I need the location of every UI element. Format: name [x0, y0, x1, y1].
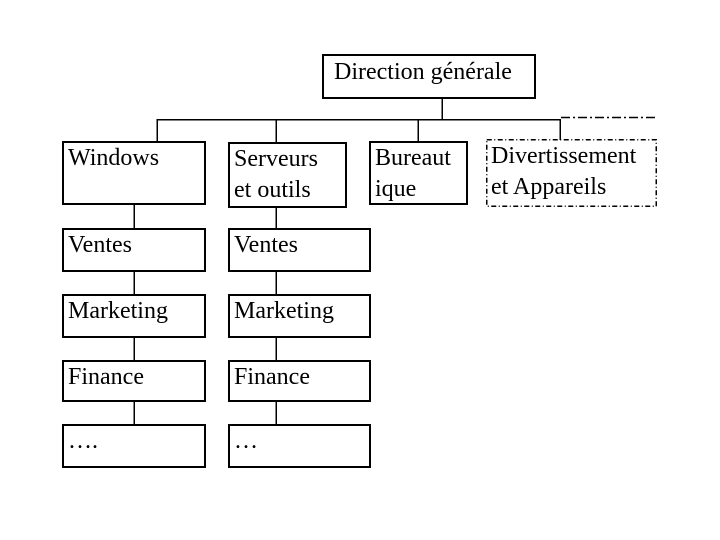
node-serveurs-finance[interactable]: Finance	[228, 360, 371, 402]
node-serveurs-marketing[interactable]: Marketing	[228, 294, 371, 338]
node-serveurs-ventes[interactable]: Ventes	[228, 228, 371, 272]
node-windows-finance[interactable]: Finance	[62, 360, 206, 402]
node-direction-generale[interactable]: Direction générale	[322, 54, 536, 99]
node-serveurs-et-outils[interactable]: Serveurs et outils	[228, 142, 347, 208]
node-windows-ventes[interactable]: Ventes	[62, 228, 206, 272]
node-windows-ellipsis[interactable]: ….	[62, 424, 206, 468]
node-divertissement-et-appareils[interactable]: Divertissement et Appareils	[486, 139, 657, 207]
node-bureautique[interactable]: Bureaut ique	[369, 141, 468, 205]
node-windows[interactable]: Windows	[62, 141, 206, 205]
node-windows-marketing[interactable]: Marketing	[62, 294, 206, 338]
node-serveurs-ellipsis[interactable]: …	[228, 424, 371, 468]
